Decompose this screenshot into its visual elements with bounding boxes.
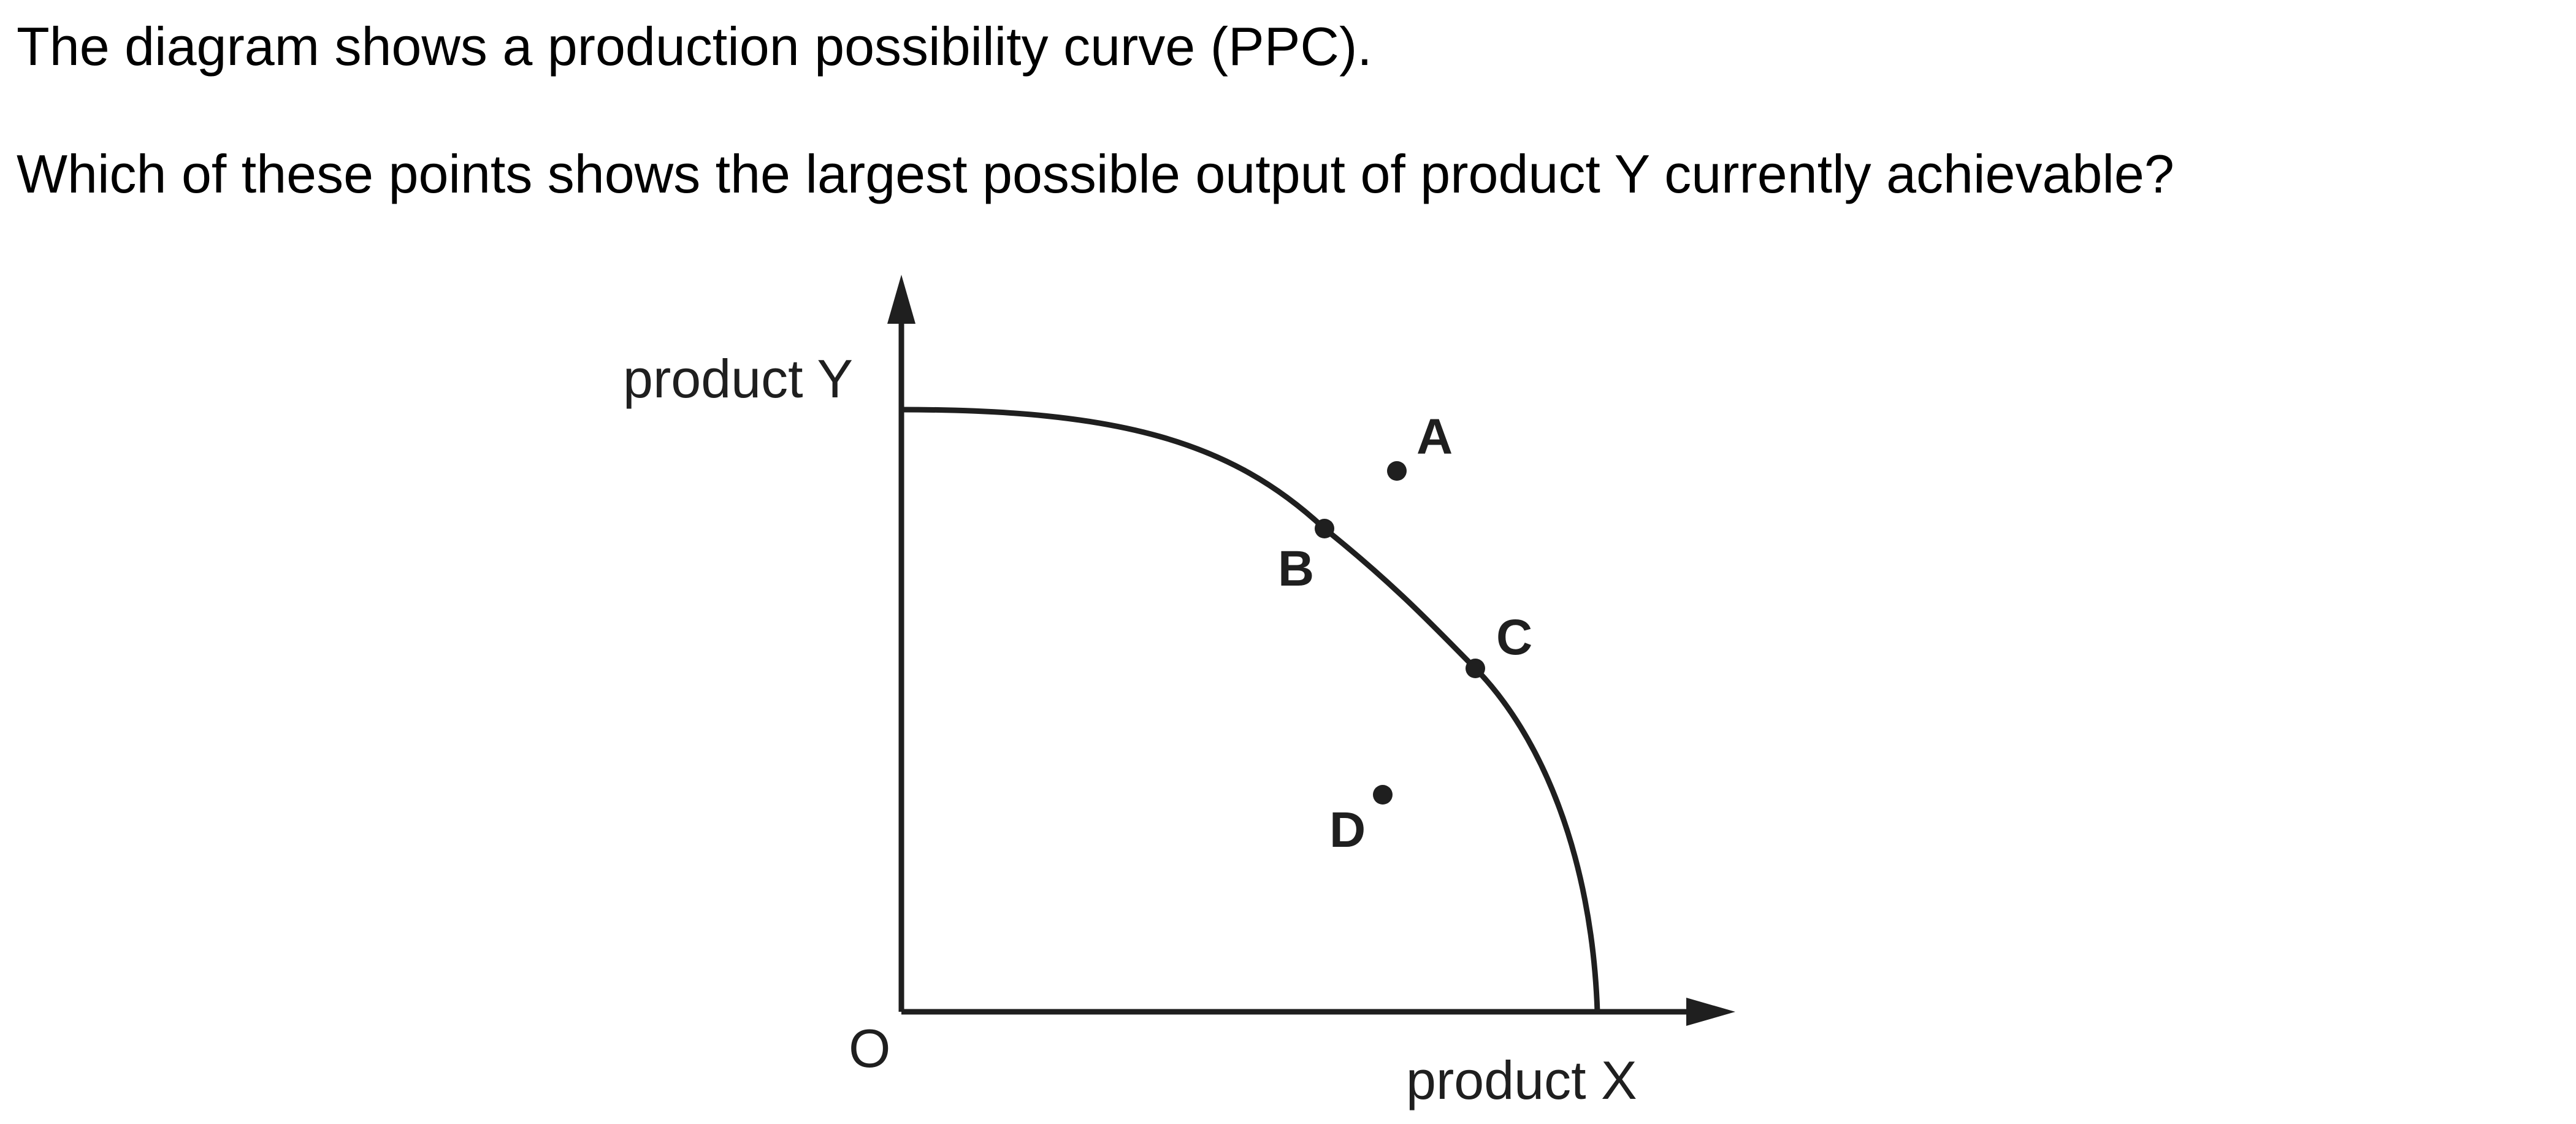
- question-prompt-text: Which of these points shows the largest …: [17, 143, 2174, 204]
- y-axis-label: product Y: [623, 348, 853, 409]
- origin-label: O: [849, 1018, 890, 1079]
- ppc-curve: [901, 407, 1600, 1012]
- point-d-marker: [1373, 785, 1393, 805]
- point-b-marker: [1315, 519, 1334, 538]
- y-axis-arrowhead: [887, 275, 915, 324]
- point-c-marker: [1466, 659, 1485, 678]
- point-d-label: D: [1329, 802, 1366, 858]
- point-a-label: A: [1416, 409, 1453, 465]
- point-a-marker: [1387, 461, 1407, 481]
- question-intro-text: The diagram shows a production possibili…: [17, 16, 1372, 77]
- x-axis-label: product X: [1406, 1050, 1637, 1111]
- x-axis-arrowhead: [1686, 998, 1735, 1026]
- point-b-label: B: [1278, 541, 1314, 597]
- point-c-label: C: [1496, 610, 1532, 665]
